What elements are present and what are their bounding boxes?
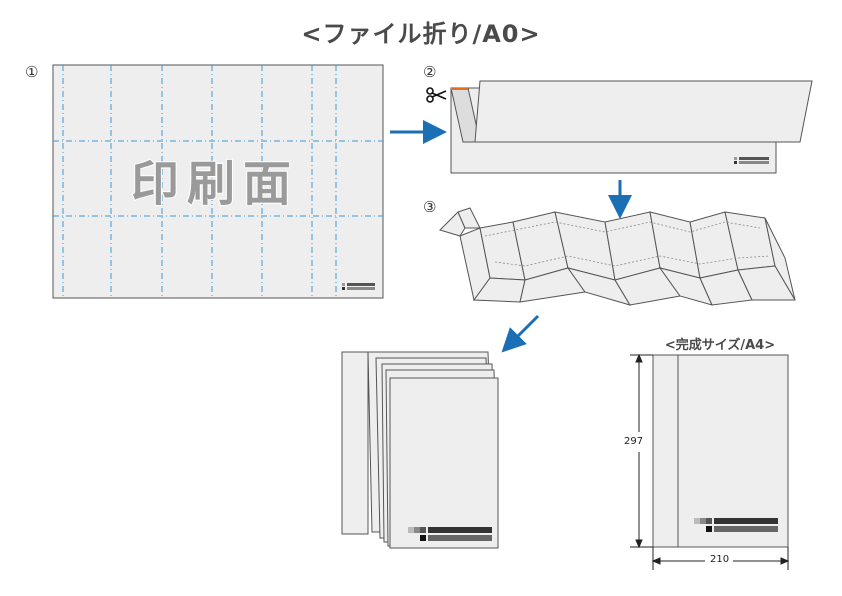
width-dimension-value: 210 bbox=[710, 554, 730, 565]
corner-logo bbox=[734, 157, 769, 164]
step-2-number: ② bbox=[423, 63, 437, 81]
diagram-title: <ファイル折り/A0> bbox=[301, 20, 541, 48]
step-1-flat-sheet: 印刷面 bbox=[52, 64, 384, 299]
width-dimension-line bbox=[651, 547, 790, 570]
corner-logo bbox=[342, 283, 375, 290]
folded-booklet bbox=[341, 351, 499, 549]
height-dimension-value: 297 bbox=[624, 436, 644, 447]
booklet-logo bbox=[408, 527, 492, 541]
scissors-icon bbox=[426, 87, 447, 103]
finished-logo bbox=[694, 518, 778, 532]
horizontal-fold-lines bbox=[53, 140, 383, 217]
finished-size-sheet bbox=[652, 354, 789, 548]
step-3-number: ③ bbox=[423, 198, 437, 216]
step-3-accordion-fold bbox=[439, 207, 796, 306]
step-2-folded-sheet bbox=[450, 80, 813, 174]
finished-size-label: <完成サイズ/A4> bbox=[664, 338, 776, 353]
step-3-inner-fold-lines bbox=[484, 221, 771, 267]
print-face-label: 印刷面 bbox=[131, 156, 299, 212]
arrow-down-left-icon bbox=[501, 314, 540, 353]
height-dimension-line bbox=[630, 353, 653, 549]
step-1-number: ① bbox=[25, 63, 39, 81]
